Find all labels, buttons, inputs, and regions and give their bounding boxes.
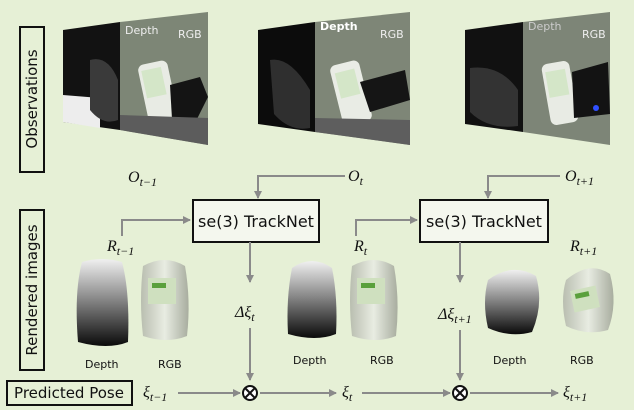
pose-symbol-prev: ξt−1: [143, 384, 167, 404]
arrow-render-prev: [121, 216, 191, 236]
compose-node-2: [452, 385, 468, 401]
tracknet-label: se(3) TrackNet: [426, 212, 542, 231]
rendered-pair-next: Depth RGB: [485, 268, 614, 367]
depth-label: Depth: [125, 24, 159, 37]
delta-symbol-next: Δξt+1: [437, 306, 472, 326]
depth-label: Depth: [528, 20, 562, 33]
tracknet-box-2: se(3) TrackNet: [419, 199, 549, 243]
pose-symbol-next: ξt+1: [563, 384, 587, 404]
rendered-depth: [485, 269, 540, 335]
rgb-label: RGB: [380, 28, 404, 41]
observation-arrows: [254, 175, 560, 199]
rendered-images-label: Rendered images: [23, 224, 41, 355]
obs-symbol-next: Ot+1: [565, 168, 594, 188]
render-symbol-cur: Rt: [353, 238, 368, 258]
pose-symbol-cur: ξt: [342, 384, 353, 404]
obs-symbol-prev: Ot−1: [128, 169, 157, 189]
rgb-caption: RGB: [570, 354, 594, 367]
rgb-label: RGB: [178, 28, 202, 41]
observations-side-label: Observations: [19, 26, 45, 173]
arrow-render-cur: [355, 216, 418, 236]
rgb-caption: RGB: [370, 354, 394, 367]
compose-node-1: [242, 385, 258, 401]
arrow-obs-next: [484, 175, 560, 199]
rendered-depth: [76, 259, 129, 346]
depth-label: Depth: [320, 20, 358, 33]
rendered-pair-prev: Depth RGB: [76, 259, 189, 371]
render-arrows: [121, 216, 418, 236]
rgb-label: RGB: [582, 28, 606, 41]
tracknet-label: se(3) TrackNet: [198, 212, 314, 231]
tracknet-box-1: se(3) TrackNet: [192, 199, 320, 243]
depth-caption: Depth: [293, 354, 327, 367]
predicted-pose-label: Predicted Pose: [14, 384, 124, 402]
delta-arrows: [246, 242, 464, 381]
delta-symbol-cur: Δξt: [234, 304, 255, 324]
rendered-depth: [287, 261, 337, 338]
depth-caption: Depth: [85, 358, 119, 371]
render-symbol-prev: Rt−1: [106, 238, 134, 258]
observation-frame-prev: Depth RGB: [63, 12, 208, 145]
render-symbol-next: Rt+1: [569, 238, 597, 258]
observation-frame-next: Depth RGB: [465, 12, 610, 145]
observation-frame-cur: Depth RGB: [258, 12, 410, 145]
predicted-pose-side-label: Predicted Pose: [6, 380, 133, 406]
rendered-images-side-label: Rendered images: [19, 209, 45, 371]
rendered-pair-cur: Depth RGB: [287, 260, 398, 367]
depth-caption: Depth: [493, 354, 527, 367]
obs-symbol-cur: Ot: [348, 168, 364, 188]
arrow-obs-cur: [254, 175, 345, 199]
rgb-caption: RGB: [158, 358, 182, 371]
observations-label: Observations: [23, 49, 41, 148]
